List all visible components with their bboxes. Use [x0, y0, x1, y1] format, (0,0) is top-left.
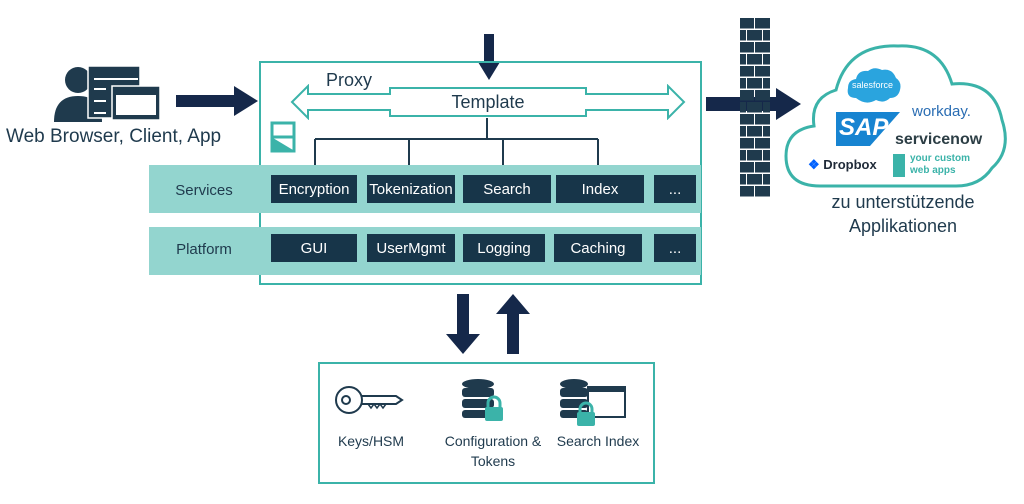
firewall-brick — [755, 114, 770, 125]
firewall-brick — [747, 102, 762, 113]
firewall-brick — [755, 186, 770, 197]
platform-gui: GUI — [271, 234, 357, 262]
firewall-brick — [747, 78, 762, 89]
firewall-brick — [740, 186, 754, 197]
firewall-brick — [763, 174, 770, 185]
firewall-brick — [747, 54, 762, 65]
salesforce-logo — [847, 68, 901, 103]
firewall-brick — [755, 138, 770, 149]
firewall-brick — [740, 138, 754, 149]
dropbox-icon: ❖ — [808, 157, 820, 172]
platform-caching: Caching — [554, 234, 642, 262]
servicenow-logo: servicenow — [895, 131, 983, 148]
connector-lines — [314, 118, 599, 168]
service-encryption: Encryption — [271, 175, 357, 203]
firewall-brick — [763, 150, 770, 161]
firewall-brick — [740, 42, 754, 53]
sap-logo — [836, 112, 900, 146]
cloud-caption-line2: Applikationen — [848, 216, 958, 236]
sap-text: SAP — [839, 114, 889, 141]
custom-apps-line2: web apps — [910, 165, 956, 176]
platform-more: ... — [654, 234, 696, 262]
dropbox-logo: ❖ Dropbox — [808, 157, 877, 173]
firewall-brick — [763, 102, 770, 113]
firewall-brick — [755, 42, 770, 53]
keys-hsm-label: Keys/HSM — [337, 433, 405, 449]
firewall-brick — [740, 174, 746, 185]
firewall-brick — [747, 174, 762, 185]
search-index-label: Search Index — [556, 433, 640, 449]
database-lock-icon — [462, 379, 503, 421]
storage-frame — [318, 362, 655, 484]
arrow-right-icon — [176, 86, 258, 116]
firewall-brick — [740, 78, 746, 89]
firewall-brick — [747, 30, 762, 41]
salesforce-text: salesforce — [852, 80, 894, 90]
dropbox-text: Dropbox — [823, 157, 877, 172]
config-tokens-line1: Configuration & — [444, 433, 542, 449]
arrow-down-icon — [446, 294, 480, 354]
custom-apps-logo — [893, 154, 905, 177]
firewall-brick — [740, 18, 754, 29]
service-more: ... — [654, 175, 696, 203]
firewall-brick — [763, 126, 770, 137]
firewall-brick — [740, 114, 754, 125]
firewall-brick — [740, 162, 754, 173]
firewall-brick — [747, 150, 762, 161]
firewall-brick — [740, 30, 746, 41]
custom-apps-line1: your custom — [910, 153, 971, 164]
firewall-brick — [740, 66, 754, 77]
client-label: Web Browser, Client, App — [6, 126, 222, 147]
platform-logging: Logging — [463, 234, 545, 262]
firewall-brick — [755, 18, 770, 29]
firewall-brick — [740, 54, 746, 65]
firewall-brick — [755, 66, 770, 77]
firewall-brick — [755, 90, 770, 101]
template-double-arrow — [290, 84, 686, 120]
firewall-icon — [740, 18, 770, 197]
firewall-brick — [740, 90, 754, 101]
platform-label: Platform — [176, 241, 232, 258]
cloud-caption: zu unterstützende Applikationen — [808, 190, 998, 238]
firewall-brick — [763, 30, 770, 41]
config-tokens-line2: Tokens — [470, 453, 516, 469]
database-window-lock-icon — [560, 379, 626, 426]
arrow-up-icon — [496, 294, 530, 354]
firewall-brick — [740, 126, 746, 137]
arrow-down-icon — [478, 34, 500, 80]
service-index: Index — [556, 175, 644, 203]
custom-apps-text: your custom web apps — [910, 153, 970, 177]
firewall-brick — [747, 126, 762, 137]
firewall-brick — [755, 162, 770, 173]
proxy-label: Proxy — [326, 70, 373, 90]
firewall-brick — [740, 102, 746, 113]
user-browser-icon — [54, 65, 161, 122]
service-tokenization: Tokenization — [367, 175, 455, 203]
template-label: Template — [451, 92, 525, 112]
key-icon — [335, 386, 404, 414]
service-search: Search — [463, 175, 551, 203]
workday-logo: workday. — [912, 103, 971, 120]
platform-usermgmt: UserMgmt — [367, 234, 455, 262]
cloud-caption-line1: zu unterstützende — [831, 192, 975, 212]
config-tokens-label: Configuration & Tokens — [418, 431, 568, 471]
firewall-brick — [763, 78, 770, 89]
firewall-brick — [740, 150, 746, 161]
firewall-brick — [763, 54, 770, 65]
services-label: Services — [175, 182, 233, 199]
product-logo-icon — [270, 121, 296, 153]
